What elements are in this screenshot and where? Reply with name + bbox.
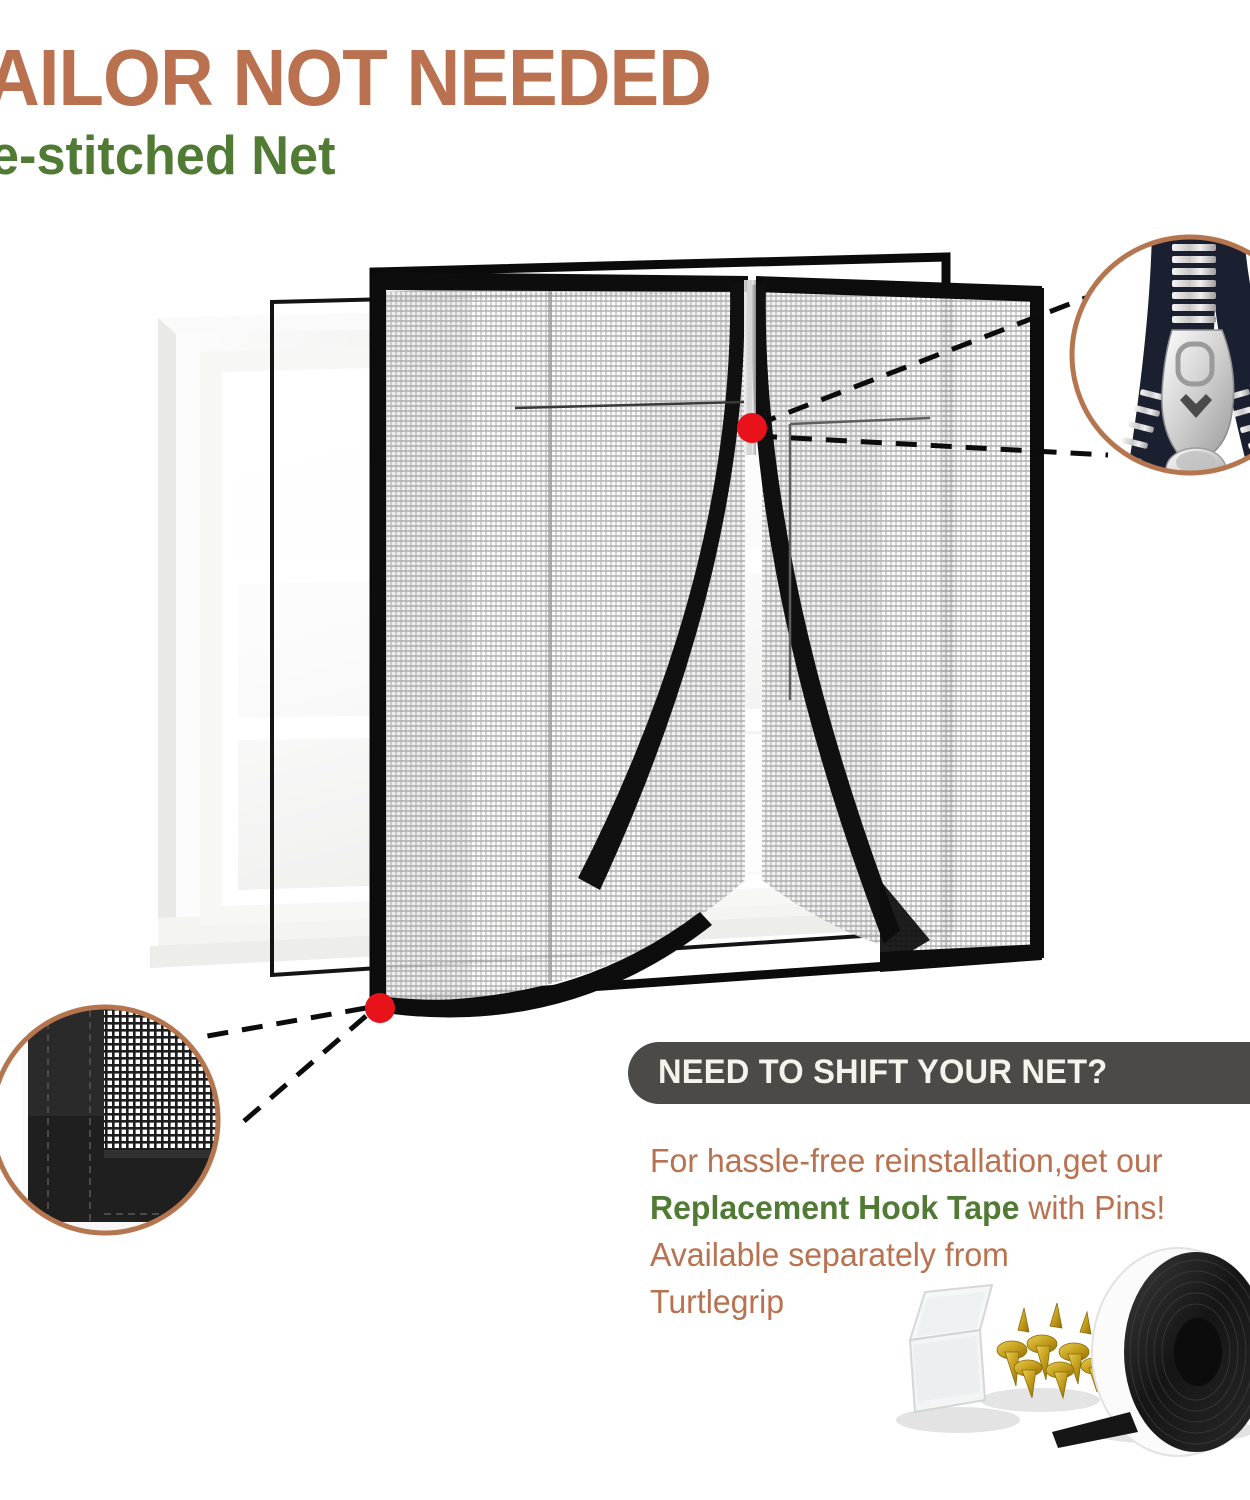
hook-tape-roll: [1052, 1247, 1250, 1457]
promo-line-4: Turtlegrip: [650, 1282, 785, 1320]
promo-banner: NEED TO SHIFT YOUR NET?: [628, 1042, 1250, 1104]
net-inner-frame-line: [514, 400, 931, 700]
pin-storage-box: [908, 1283, 994, 1414]
zipper-marker: [737, 413, 767, 443]
corner-marker: [365, 993, 395, 1023]
mesh-panel-right: [751, 276, 1044, 972]
callout-mesh-corner: [0, 1004, 221, 1236]
promo-description: For hassle-free reinstallation,get our R…: [650, 1138, 1217, 1325]
center-zipper-seam: [744, 280, 756, 455]
promo-line-1: For hassle-free reinstallation,get our: [650, 1142, 1163, 1179]
page-title: AILOR NOT NEEDED: [0, 33, 712, 122]
page-subtitle: e-stitched Net: [0, 124, 336, 186]
leader-lines-zipper: [755, 287, 1109, 458]
promo-line-2: Replacement Hook Tape with Pins!: [650, 1185, 1217, 1232]
callout-zipper: [1069, 234, 1250, 476]
promo-banner-label: NEED TO SHIFT YOUR NET?: [658, 1053, 1108, 1091]
leader-lines-corner: [195, 1005, 368, 1130]
promo-line-2-tail: with Pins!: [1019, 1188, 1166, 1226]
promo-highlight: Replacement Hook Tape: [650, 1188, 1020, 1226]
promo-line-3: Available separately from: [650, 1235, 1009, 1273]
product-shot-group: [896, 1247, 1250, 1457]
mesh-panel-left: [372, 272, 748, 1018]
